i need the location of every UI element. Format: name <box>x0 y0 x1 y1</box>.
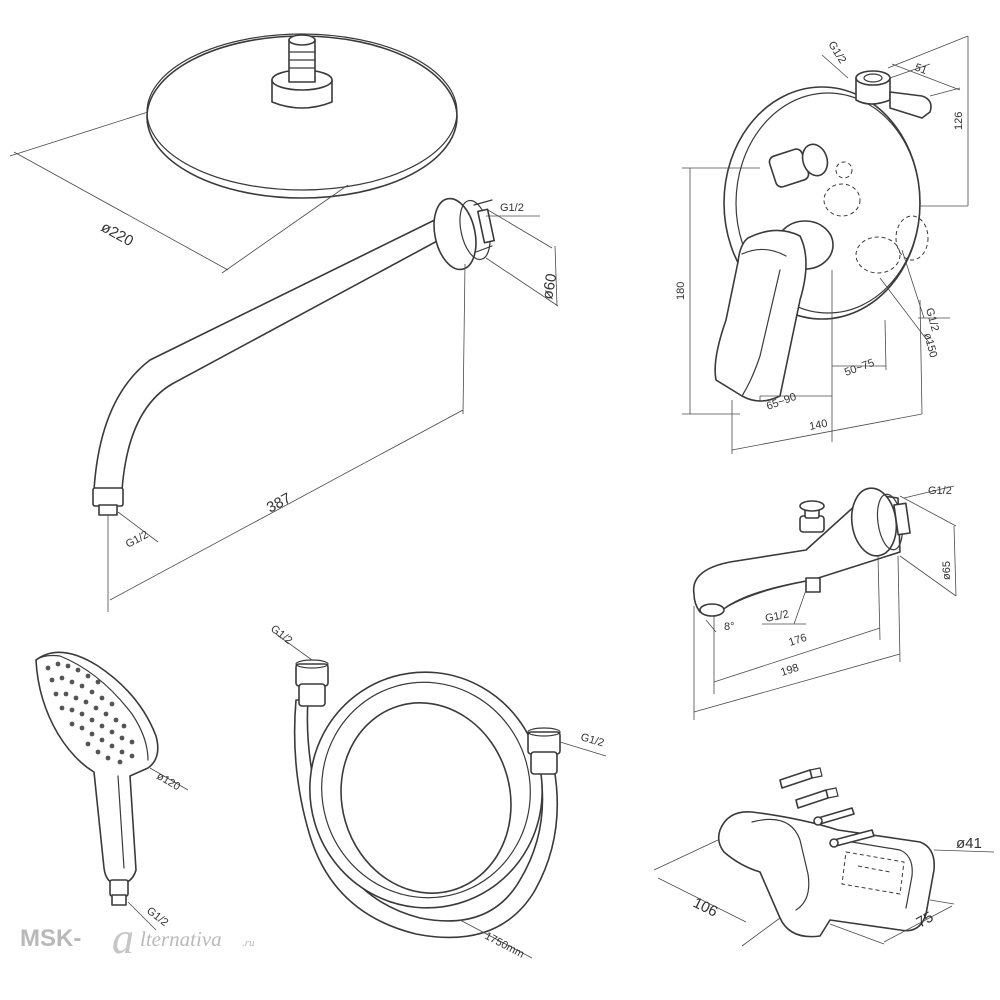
mixer-plate-diameter-label: ø150 <box>921 332 939 359</box>
arm-flange-diameter-label: ø60 <box>539 272 560 300</box>
handshower-thread-label: G1/2 <box>144 905 170 929</box>
spout-length-2-label: 198 <box>779 662 800 679</box>
mixer-depth-label: 51 <box>913 62 929 77</box>
mixer-side-thread-label: G1/2 <box>923 307 941 333</box>
spout-flange-diameter-label: ø65 <box>941 561 953 580</box>
watermark-domain: .ru <box>242 937 255 949</box>
holder-width-label: 75 <box>914 908 937 931</box>
watermark-prefix: MSK- <box>20 925 81 952</box>
watermark-logo: MSK- a lternativa .ru <box>20 914 255 963</box>
shower-arm <box>92 197 496 516</box>
mixer-height-label: 180 <box>675 282 687 300</box>
bath-spout <box>692 487 911 617</box>
spout-dimensions: G1/2 ø65 8° G1/2 176 198 <box>693 485 957 720</box>
mixer-top-thread-label: G1/2 <box>825 39 848 66</box>
wall-plugs-and-screws <box>779 767 875 848</box>
mixer-range-1-label: 50~75 <box>843 357 876 379</box>
head-diameter-label: ø220 <box>98 219 136 250</box>
hose-length-label: 1750mm <box>483 930 526 961</box>
spray-nozzles <box>45 661 135 765</box>
spout-thread-label: G1/2 <box>928 485 952 497</box>
arm-thread-top-label: G1/2 <box>500 202 524 214</box>
rain-shower-head <box>146 33 458 199</box>
concealed-mixer <box>714 70 932 402</box>
mixer-width-label: 140 <box>808 418 828 433</box>
hose-thread-1-label: G1/2 <box>268 623 294 647</box>
spout-length-1-label: 176 <box>787 632 808 649</box>
arm-thread-bottom-label: G1/2 <box>124 529 151 551</box>
hand-shower <box>35 651 159 906</box>
arm-length-label: 387 <box>264 490 294 517</box>
spout-angle-label: 8° <box>724 621 735 633</box>
shower-holder <box>717 767 936 938</box>
mixer-top-height-label: 126 <box>953 112 965 130</box>
arm-dimensions: ø60 G1/2 387 G1/2 <box>107 202 560 612</box>
hand-shower-dimensions: ø120 G1/2 <box>127 767 189 931</box>
hose-thread-2-label: G1/2 <box>579 731 605 749</box>
watermark-letter: a <box>112 914 134 963</box>
spout-bottom-thread-label: G1/2 <box>764 608 790 625</box>
holder-length-label: 106 <box>690 894 720 920</box>
shower-hose <box>293 659 561 939</box>
watermark-suffix: lternativa <box>140 927 222 951</box>
holder-dimensions: 106 75 ø41 <box>653 835 995 947</box>
holder-diameter-label: ø41 <box>956 835 982 852</box>
handshower-diameter-label: ø120 <box>155 770 183 793</box>
